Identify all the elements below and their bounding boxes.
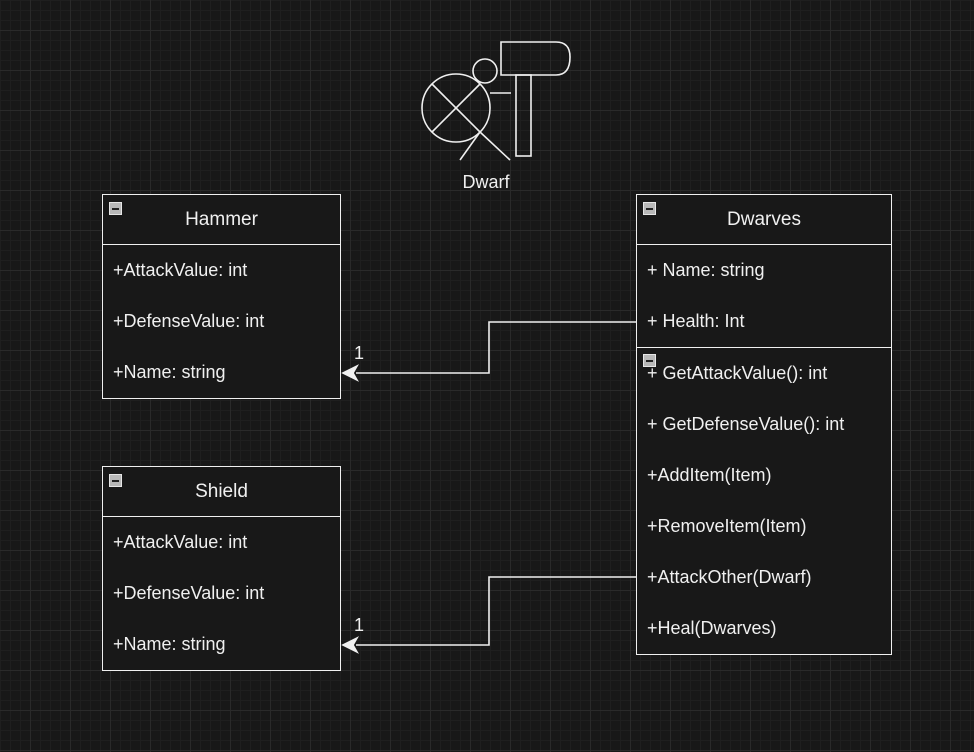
association-health-hammer[interactable] [356, 321, 636, 374]
class-hammer-header: Hammer [103, 195, 340, 245]
collapse-icon[interactable] [109, 474, 122, 487]
method-heal[interactable]: +Heal(Dwarves) [647, 618, 777, 638]
class-hammer[interactable]: Hammer +AttackValue: int +DefenseValue: … [102, 194, 341, 399]
actor-label: Dwarf [462, 172, 510, 192]
class-dwarves-methods: + GetAttackValue(): int + GetDefenseValu… [637, 348, 891, 654]
class-dwarves[interactable]: Dwarves + Name: string + Health: Int + G… [636, 194, 892, 655]
field-name[interactable]: +Name: string [113, 362, 226, 382]
field-name[interactable]: + Name: string [647, 260, 765, 280]
method-add-item[interactable]: +AddItem(Item) [647, 465, 772, 485]
class-dwarves-fields: + Name: string + Health: Int [637, 245, 891, 348]
method-remove-item[interactable]: +RemoveItem(Item) [647, 516, 807, 536]
collapse-icon[interactable] [109, 202, 122, 215]
class-shield-fields: +AttackValue: int +DefenseValue: int +Na… [103, 517, 340, 670]
class-dwarves-header: Dwarves [637, 195, 891, 245]
field-defense-value[interactable]: +DefenseValue: int [113, 311, 265, 331]
actor-hammer-head [500, 41, 571, 76]
actor-head [472, 58, 498, 84]
actor-leg-left [459, 131, 481, 161]
method-attack-other[interactable]: +AttackOther(Dwarf) [647, 567, 812, 587]
field-defense-value[interactable]: +DefenseValue: int [113, 583, 265, 603]
class-name: Shield [195, 480, 248, 502]
arrowhead-icon [341, 364, 360, 382]
actor-shield-circle [421, 73, 491, 143]
field-health[interactable]: + Health: Int [647, 311, 745, 331]
field-attack-value[interactable]: +AttackValue: int [113, 260, 248, 280]
multiplicity-label: 1 [354, 615, 365, 635]
class-shield[interactable]: Shield +AttackValue: int +DefenseValue: … [102, 466, 341, 671]
method-get-attack-value[interactable]: + GetAttackValue(): int [647, 363, 828, 383]
association-attack-shield[interactable] [356, 576, 636, 646]
field-attack-value[interactable]: +AttackValue: int [113, 532, 248, 552]
class-shield-header: Shield [103, 467, 340, 517]
class-name: Hammer [185, 208, 258, 230]
multiplicity-label: 1 [354, 343, 365, 363]
class-hammer-fields: +AttackValue: int +DefenseValue: int +Na… [103, 245, 340, 398]
method-get-defense-value[interactable]: + GetDefenseValue(): int [647, 414, 845, 434]
field-name[interactable]: +Name: string [113, 634, 226, 654]
collapse-icon[interactable] [643, 202, 656, 215]
actor-shield-cross-b [431, 83, 481, 133]
collapse-icon[interactable] [643, 354, 656, 367]
actor-leg-right [479, 131, 511, 161]
arrowhead-icon [341, 636, 360, 654]
class-name: Dwarves [727, 208, 801, 230]
actor-hammer-handle [515, 74, 532, 157]
